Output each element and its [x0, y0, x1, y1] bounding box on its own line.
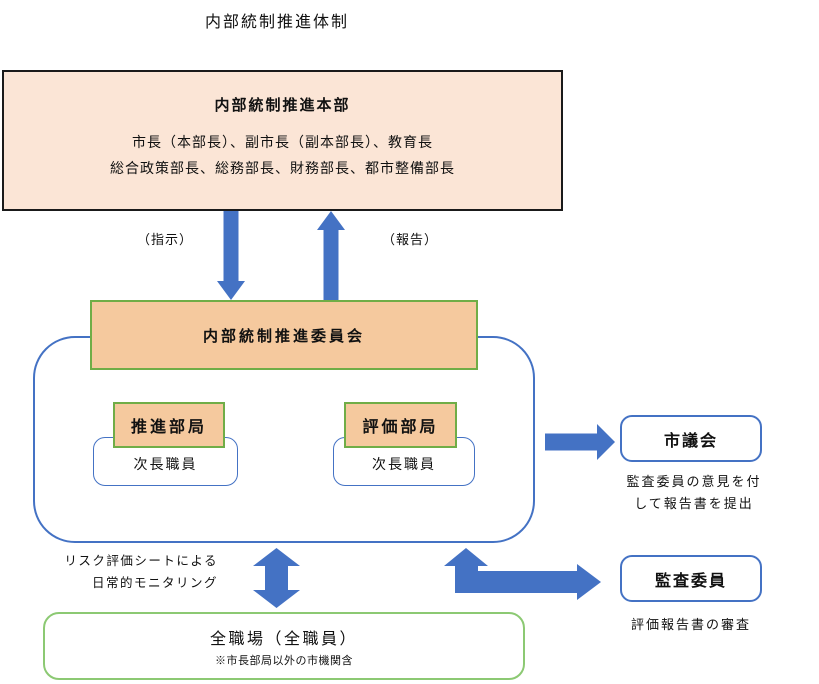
evaluation-staff-label: 次長職員: [372, 458, 436, 473]
all-workplaces-subtitle: ※市長部局以外の市機関含: [215, 655, 353, 667]
city-council-note: 監査委員の意見を付 して報告書を提出: [626, 474, 762, 511]
report-label: （報告）: [382, 232, 439, 247]
headquarters-members: 市長（本部長）、副市長（副本部長）、教育長 総合政策部長、総務部長、財務部長、都…: [110, 136, 455, 177]
promotion-dept-title: 推進部局: [130, 419, 207, 436]
page-title: 内部統制推進体制: [205, 14, 350, 31]
audit-committee-box: 監査委員: [620, 555, 762, 602]
committee-title: 内部統制推進委員会: [202, 327, 365, 345]
headquarters-box: 内部統制推進本部 市長（本部長）、副市長（副本部長）、教育長 総合政策部長、総務…: [2, 70, 563, 211]
evaluation-dept-box: 評価部局: [344, 402, 457, 448]
all-workplaces-box: 全職場（全職員） ※市長部局以外の市機関含: [43, 612, 525, 680]
committee-box: 内部統制推進委員会: [90, 300, 478, 370]
evaluation-dept-title: 評価部局: [362, 419, 439, 436]
audit-bent-arrow-icon: [444, 548, 601, 600]
headquarters-title: 内部統制推進本部: [214, 97, 351, 114]
promotion-dept-box: 推進部局: [113, 402, 225, 448]
promotion-staff-label: 次長職員: [133, 458, 198, 473]
city-council-title: 市議会: [663, 432, 718, 450]
all-workplaces-title: 全職場（全職員）: [209, 631, 358, 648]
audit-committee-title: 監査委員: [654, 572, 727, 590]
instruction-label: （指示）: [137, 232, 194, 247]
instruction-down-arrow-icon: [217, 211, 245, 300]
city-council-box: 市議会: [620, 415, 762, 462]
monitoring-double-arrow-icon: [253, 548, 300, 608]
audit-committee-note: 評価報告書の審査: [630, 617, 751, 632]
council-right-arrow-icon: [545, 424, 615, 460]
report-up-arrow-icon: [317, 211, 345, 300]
monitoring-note: リスク評価シートによる 日常的モニタリング: [64, 554, 218, 590]
